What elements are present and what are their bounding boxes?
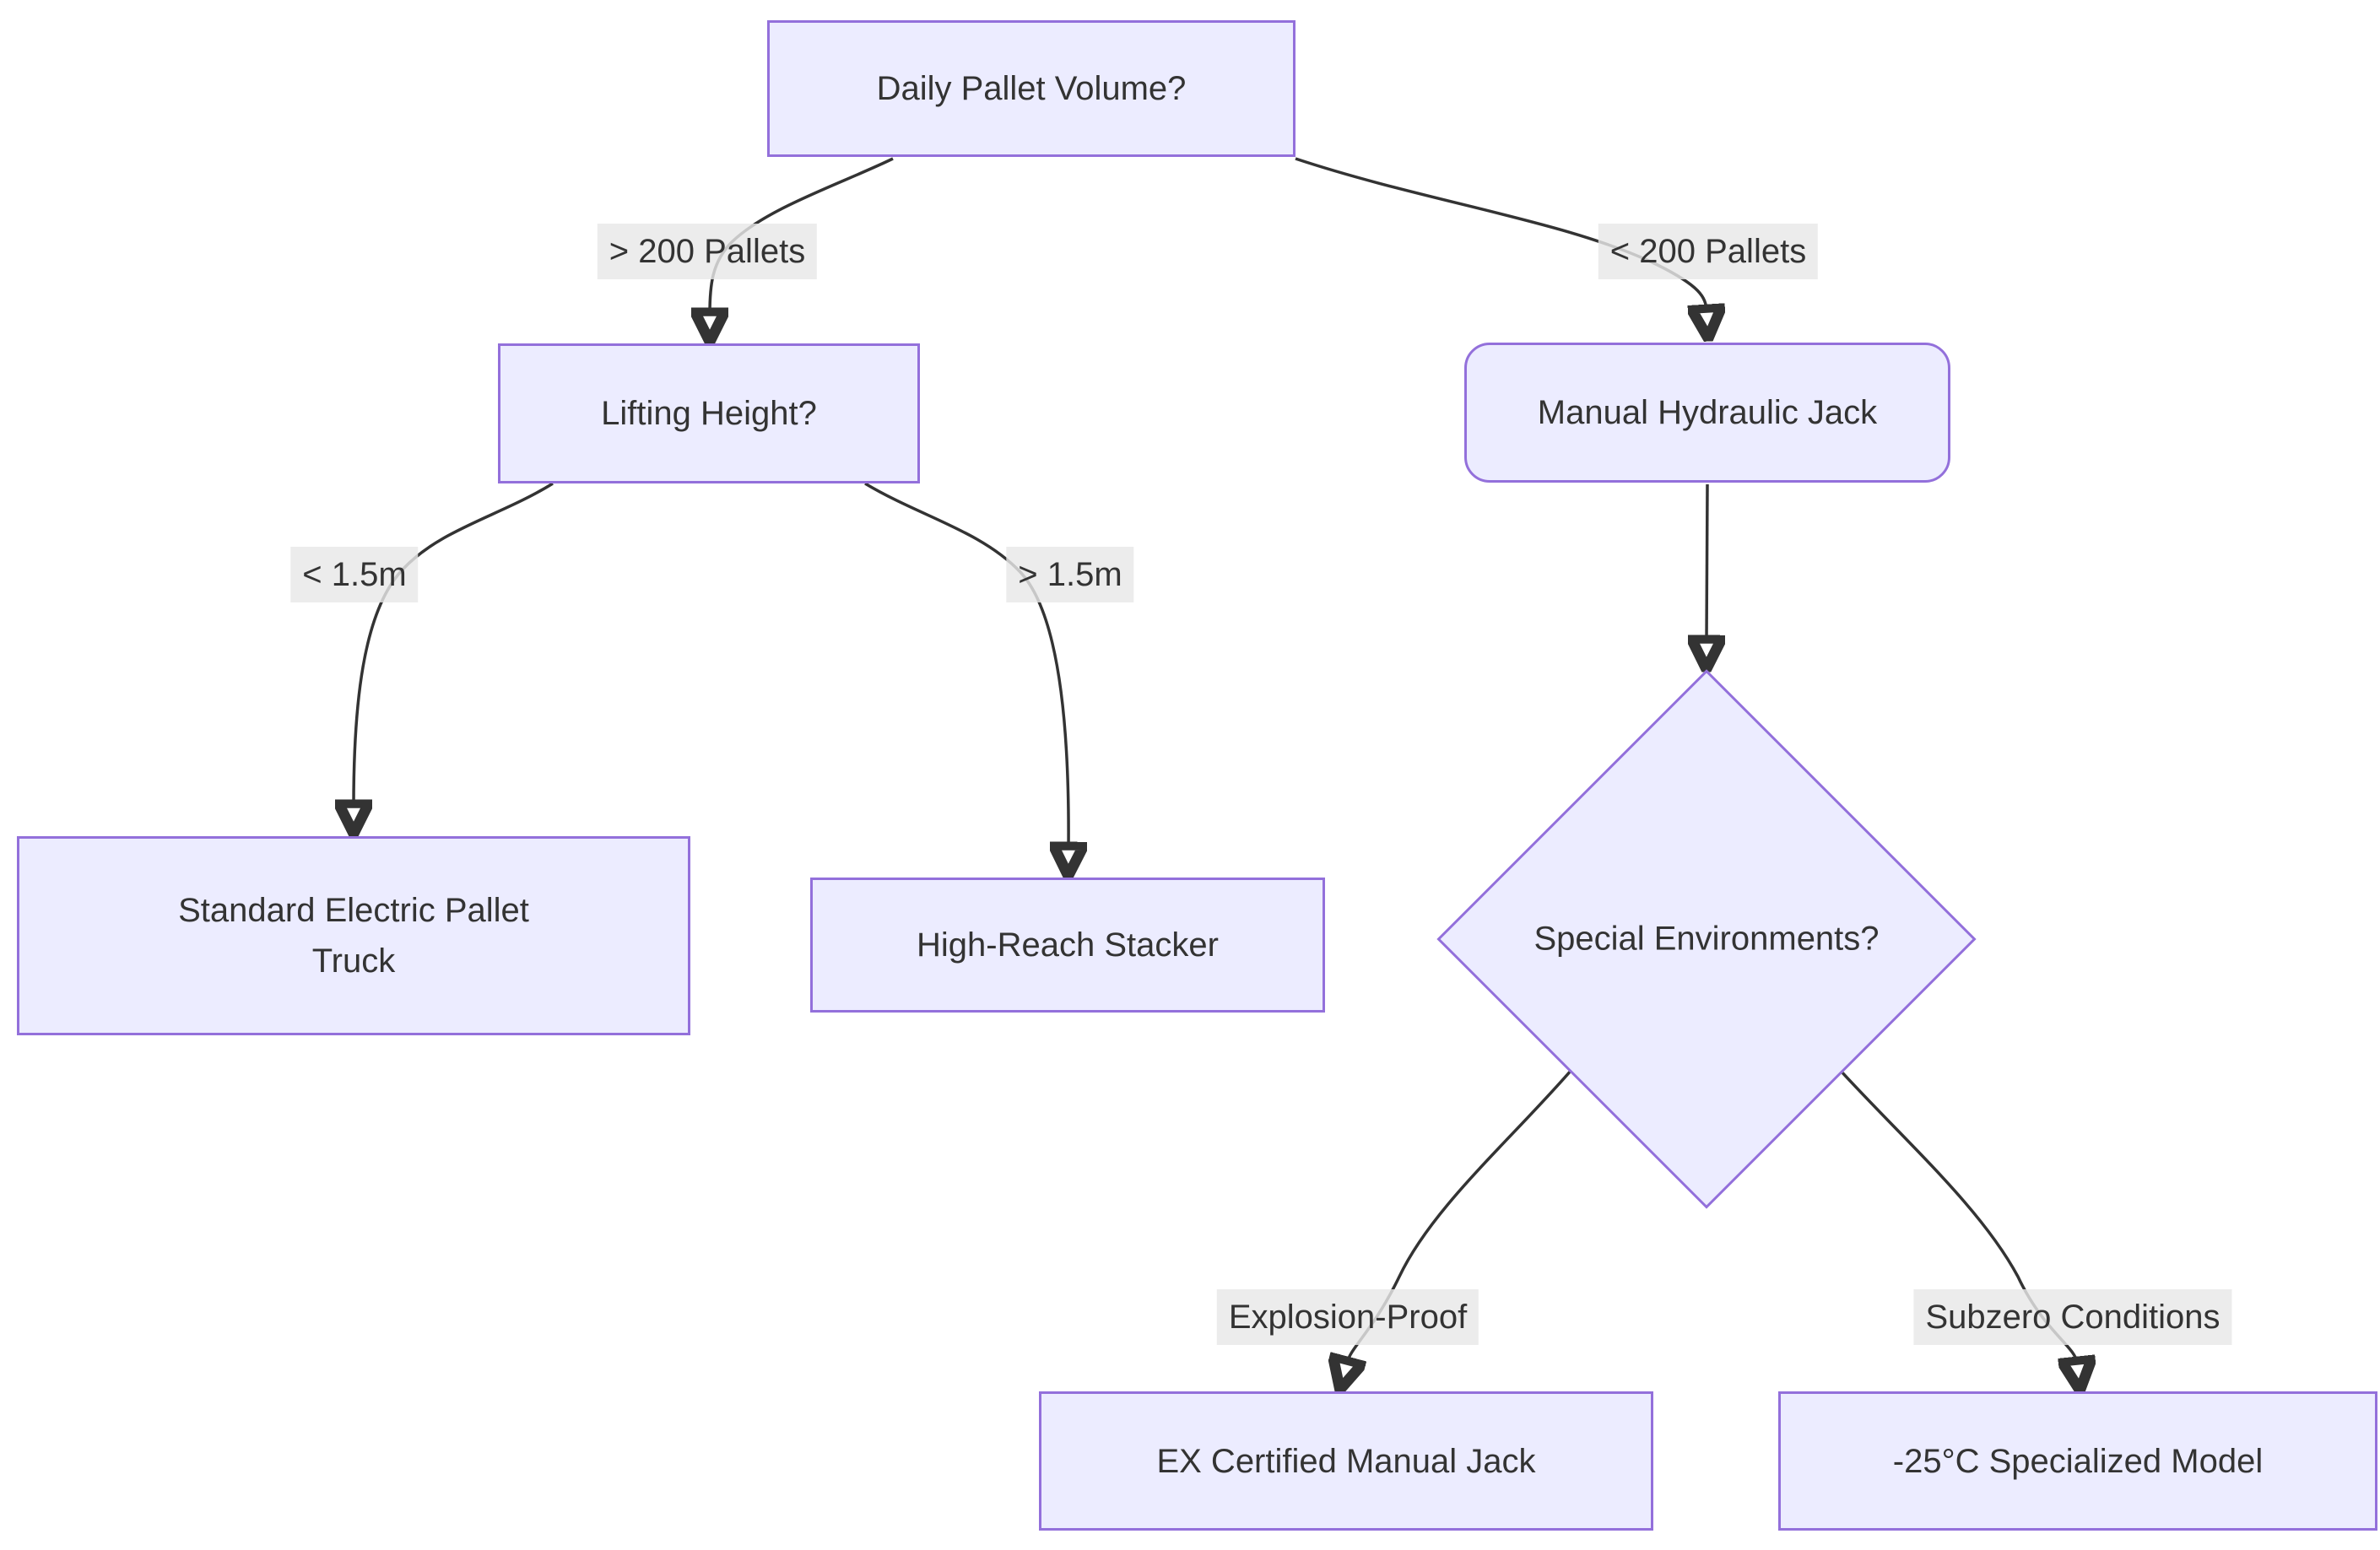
node-ex-certified-manual-jack: EX Certified Manual Jack bbox=[1039, 1391, 1653, 1531]
node-high-reach-stacker: High-Reach Stacker bbox=[810, 878, 1325, 1013]
edge-label-lt-200-pallets: < 200 Pallets bbox=[1598, 224, 1819, 279]
node-label: Daily Pallet Volume? bbox=[876, 70, 1187, 107]
edge-label-lt-1-5m: < 1.5m bbox=[290, 547, 419, 602]
node-label: Standard Electric Pallet Truck bbox=[178, 892, 529, 980]
node-label: Manual Hydraulic Jack bbox=[1537, 394, 1878, 431]
node-lifting-height: Lifting Height? bbox=[498, 343, 920, 483]
edge-label-explosion-proof: Explosion-Proof bbox=[1216, 1289, 1479, 1345]
node-label: -25°C Specialized Model bbox=[1892, 1442, 2264, 1480]
node-label: High-Reach Stacker bbox=[917, 926, 1219, 964]
edge-label-gt-1-5m: > 1.5m bbox=[1006, 547, 1134, 602]
edge-lifting-to-standard-truck bbox=[354, 482, 554, 806]
edge-lifting-to-stacker bbox=[864, 482, 1068, 848]
node-subzero-specialized-model: -25°C Specialized Model bbox=[1778, 1391, 2377, 1531]
node-manual-hydraulic-jack: Manual Hydraulic Jack bbox=[1464, 343, 1950, 483]
node-label: Special Environments? bbox=[1533, 920, 1880, 958]
edge-volume-to-manual-jack bbox=[1295, 157, 1707, 311]
node-label: EX Certified Manual Jack bbox=[1156, 1442, 1536, 1480]
node-standard-electric-pallet-truck: Standard Electric Pallet Truck bbox=[17, 836, 690, 1035]
edge-label-gt-200-pallets: > 200 Pallets bbox=[597, 224, 818, 279]
node-daily-pallet-volume: Daily Pallet Volume? bbox=[767, 20, 1295, 157]
node-label: Lifting Height? bbox=[601, 395, 817, 432]
edge-label-subzero-conditions: Subzero Conditions bbox=[1913, 1289, 2232, 1345]
